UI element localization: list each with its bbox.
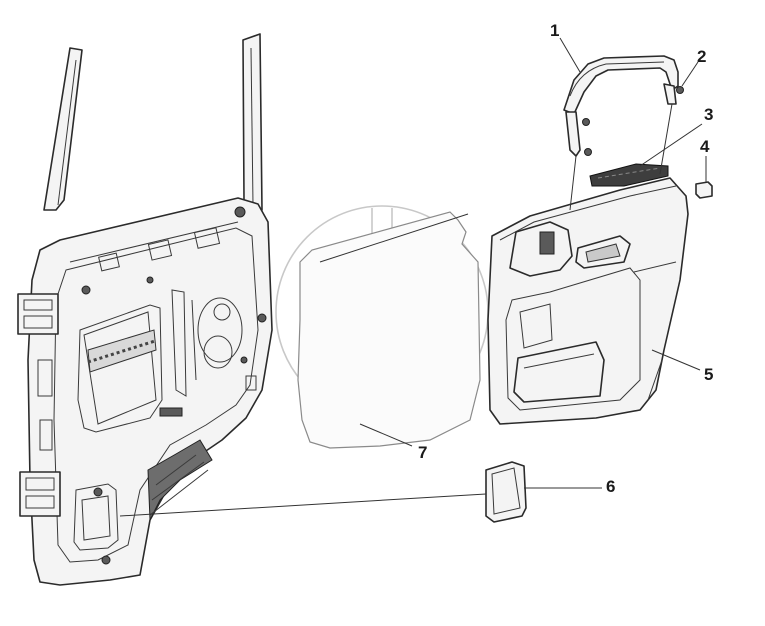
callout-5: 5: [704, 365, 713, 384]
part-2-screws: [582, 86, 684, 156]
callout-7: 7: [418, 443, 427, 462]
part-3-switch-bezel: [589, 163, 669, 187]
door-shell: [17, 33, 273, 586]
callout-2: 2: [697, 47, 706, 66]
callout-4: 4: [700, 137, 710, 156]
callout-6: 6: [606, 477, 615, 496]
part-1-grab-handle: [563, 55, 679, 157]
upper-hinge: [17, 293, 59, 335]
lower-hinge: [19, 471, 61, 517]
callout-labels: 1 2 3 4 5 6 7: [418, 21, 713, 496]
leader-lines: [119, 37, 707, 517]
callout-3: 3: [704, 105, 713, 124]
part-4-cap: [695, 181, 713, 199]
part-7-liner-sheet: [297, 211, 481, 449]
part-5-trim-panel: [487, 177, 689, 425]
callout-1: 1: [550, 21, 559, 40]
part-6-cover-plate: [485, 461, 527, 523]
